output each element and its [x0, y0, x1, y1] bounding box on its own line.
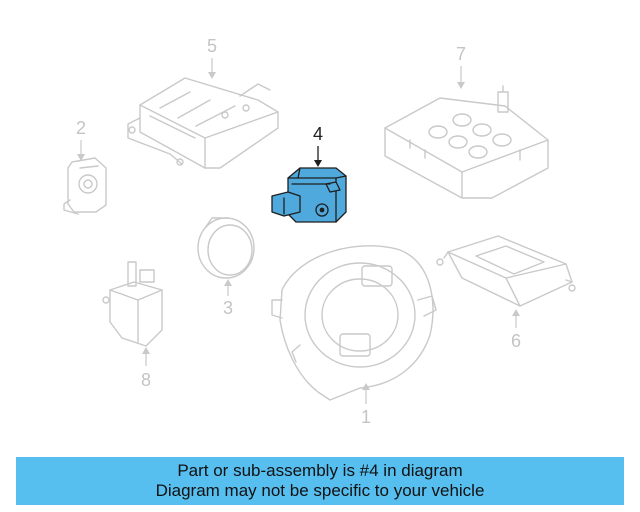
part-8-bracket-sensor	[102, 261, 163, 347]
part-7-relay-box	[384, 85, 549, 199]
callout-1: 1	[361, 407, 371, 427]
callout-8: 8	[141, 370, 151, 390]
part-6-module	[436, 235, 576, 307]
part-4-impact-sensor	[271, 167, 347, 223]
callout-3: 3	[223, 298, 233, 318]
part-5-control-module	[127, 77, 279, 169]
banner-line-1: Part or sub-assembly is #4 in diagram	[177, 461, 463, 480]
callout-6: 6	[511, 331, 521, 351]
callout-5: 5	[207, 36, 217, 56]
part-2-sensor	[63, 157, 107, 215]
callout-7: 7	[456, 44, 466, 64]
part-3-round-sensor	[197, 217, 255, 279]
part-1-clockspring	[271, 245, 437, 401]
banner-line-2: Diagram may not be specific to your vehi…	[155, 481, 485, 500]
callout-4: 4	[313, 124, 323, 144]
parts-diagram: 5 2 4 7	[63, 36, 576, 427]
callout-2: 2	[76, 118, 86, 138]
info-banner: Part or sub-assembly is #4 in diagram Di…	[16, 457, 624, 505]
